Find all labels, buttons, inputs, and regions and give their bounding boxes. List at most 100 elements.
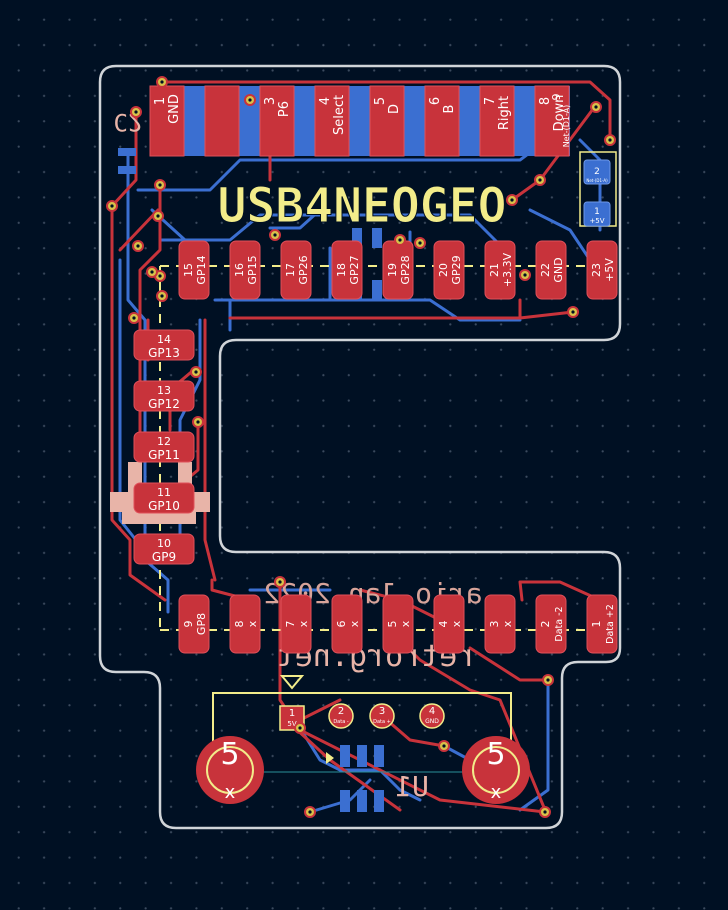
top-pad-6-num: 6 [428,97,443,105]
pico-top-pad-15-num: 15 [182,263,195,277]
pico-top-pad-18-num: 18 [335,263,348,277]
top-pad-5-label: D [387,104,402,114]
top-pad-7 [479,85,515,157]
usb-shield-pad-right [462,736,530,804]
top-pad-8-label: Down [552,95,567,132]
usb-pad-3 [369,703,395,729]
pico-bottom-pad-3-num: 3 [488,621,501,628]
pico-bottom-pad-8-num: 8 [233,621,246,628]
pico-top-pad-23: 23+5V [586,240,618,300]
top-pad-4-num: 4 [318,97,333,105]
top-pad-3 [259,85,295,157]
pico-top-pad-16-num: 16 [233,263,246,277]
pico-top-pad-21: 21+3.3V [484,240,516,300]
usb-pad-2-num: 2 [338,706,344,717]
pico-bottom-pad-7-num: 7 [284,621,297,628]
pico-left-pad-13-label: GP12 [148,397,180,411]
usb-pad-2-label: Data - [333,719,349,725]
pico-left-pad-12-num: 12 [157,435,171,448]
pico-bottom-pad-6-label: x [348,620,361,627]
diode-pad-2 [583,159,611,185]
pico-top-pad-20-num: 20 [437,263,450,277]
usb-pad-3-label: Data + [373,719,391,725]
pico-left-pad-10-label: GP9 [152,550,176,564]
pico-left-pad-14-num: 14 [157,333,171,346]
pico-left-pad-11-label: GP10 [148,499,180,513]
usb-pad-4-label: GND [425,718,439,725]
top-pad-5-num: 5 [373,97,388,105]
pico-bottom-pad-5-label: x [399,620,412,627]
usb-pad-1-num: 1 [289,708,295,719]
pico-bottom-pad-5-num: 5 [386,621,399,628]
top-pad-9: Net-(D1-A) 9 [550,94,571,148]
usb-shield-pad-left [196,736,264,804]
pico-top-pad-16-label: GP15 [246,255,259,284]
back-silk-u1: U1 [395,770,429,803]
top-pad-7-label: Right [497,96,512,130]
pico-top-pad-21-label: +3.3V [501,252,514,287]
pico-top-pad-22-num: 22 [539,263,552,277]
pico-left-pad-13-num: 13 [157,384,171,397]
board-outline [98,64,622,830]
usb-silk-outline [212,675,512,773]
pico-bottom-pad-1-label: Data +2 [605,604,616,644]
top-pad-8 [534,85,570,157]
diode-pad-2-num: 2 [594,167,600,177]
top-pad-9-num: 9 [550,94,563,101]
pico-left-pad-12-label: GP11 [148,448,180,462]
top-pad-3-label: P6 [277,101,292,117]
usb-pad-3-num: 3 [379,706,385,717]
pico-top-pad-15-label: GP14 [195,255,208,284]
pico-bottom-pad-4-num: 4 [437,621,450,628]
back-smd-pads [118,148,384,812]
top-pad-6-label: B [442,105,457,114]
pico-bottom-pad-7-label: x [297,620,310,627]
pico-top-pad-17-label: GP26 [297,255,310,284]
pico-left-pad-11-num: 11 [157,486,171,499]
top-pad-7-num: 7 [483,97,498,105]
top-pad-6 [424,85,460,157]
pico-top-pad-23-label: +5V [603,258,616,282]
usb-shield-right-num: 5 [486,737,505,772]
diode-pad-1-num: 1 [594,207,600,217]
top-pad-1 [149,85,185,157]
pico-top-pad-19-label: GP28 [399,255,412,284]
top-pad-5 [369,85,405,157]
pico-bottom-pad-2-num: 2 [539,621,552,628]
vias [106,76,616,818]
usb-pad-4-num: 4 [429,706,435,717]
pico-bottom-pad-6-num: 6 [335,621,348,628]
usb-pad-2 [328,703,354,729]
diode-pad-2-label: Net-(D1-A) [586,178,608,183]
pico-bottom-pad-1-num: 1 [590,621,603,628]
top-pad-8-num: 8 [538,97,553,105]
usb-pin1-marker [326,752,334,764]
top-pad-1-label: GND [167,94,182,124]
usb-shield-left-label: x [225,782,236,803]
usb-pad-1-label: 5V [287,720,296,728]
pico-bottom-pad-4-label: x [450,620,463,627]
pico-left-pad-10-num: 10 [157,537,171,550]
pico-top-pad-18-label: GP27 [348,255,361,284]
